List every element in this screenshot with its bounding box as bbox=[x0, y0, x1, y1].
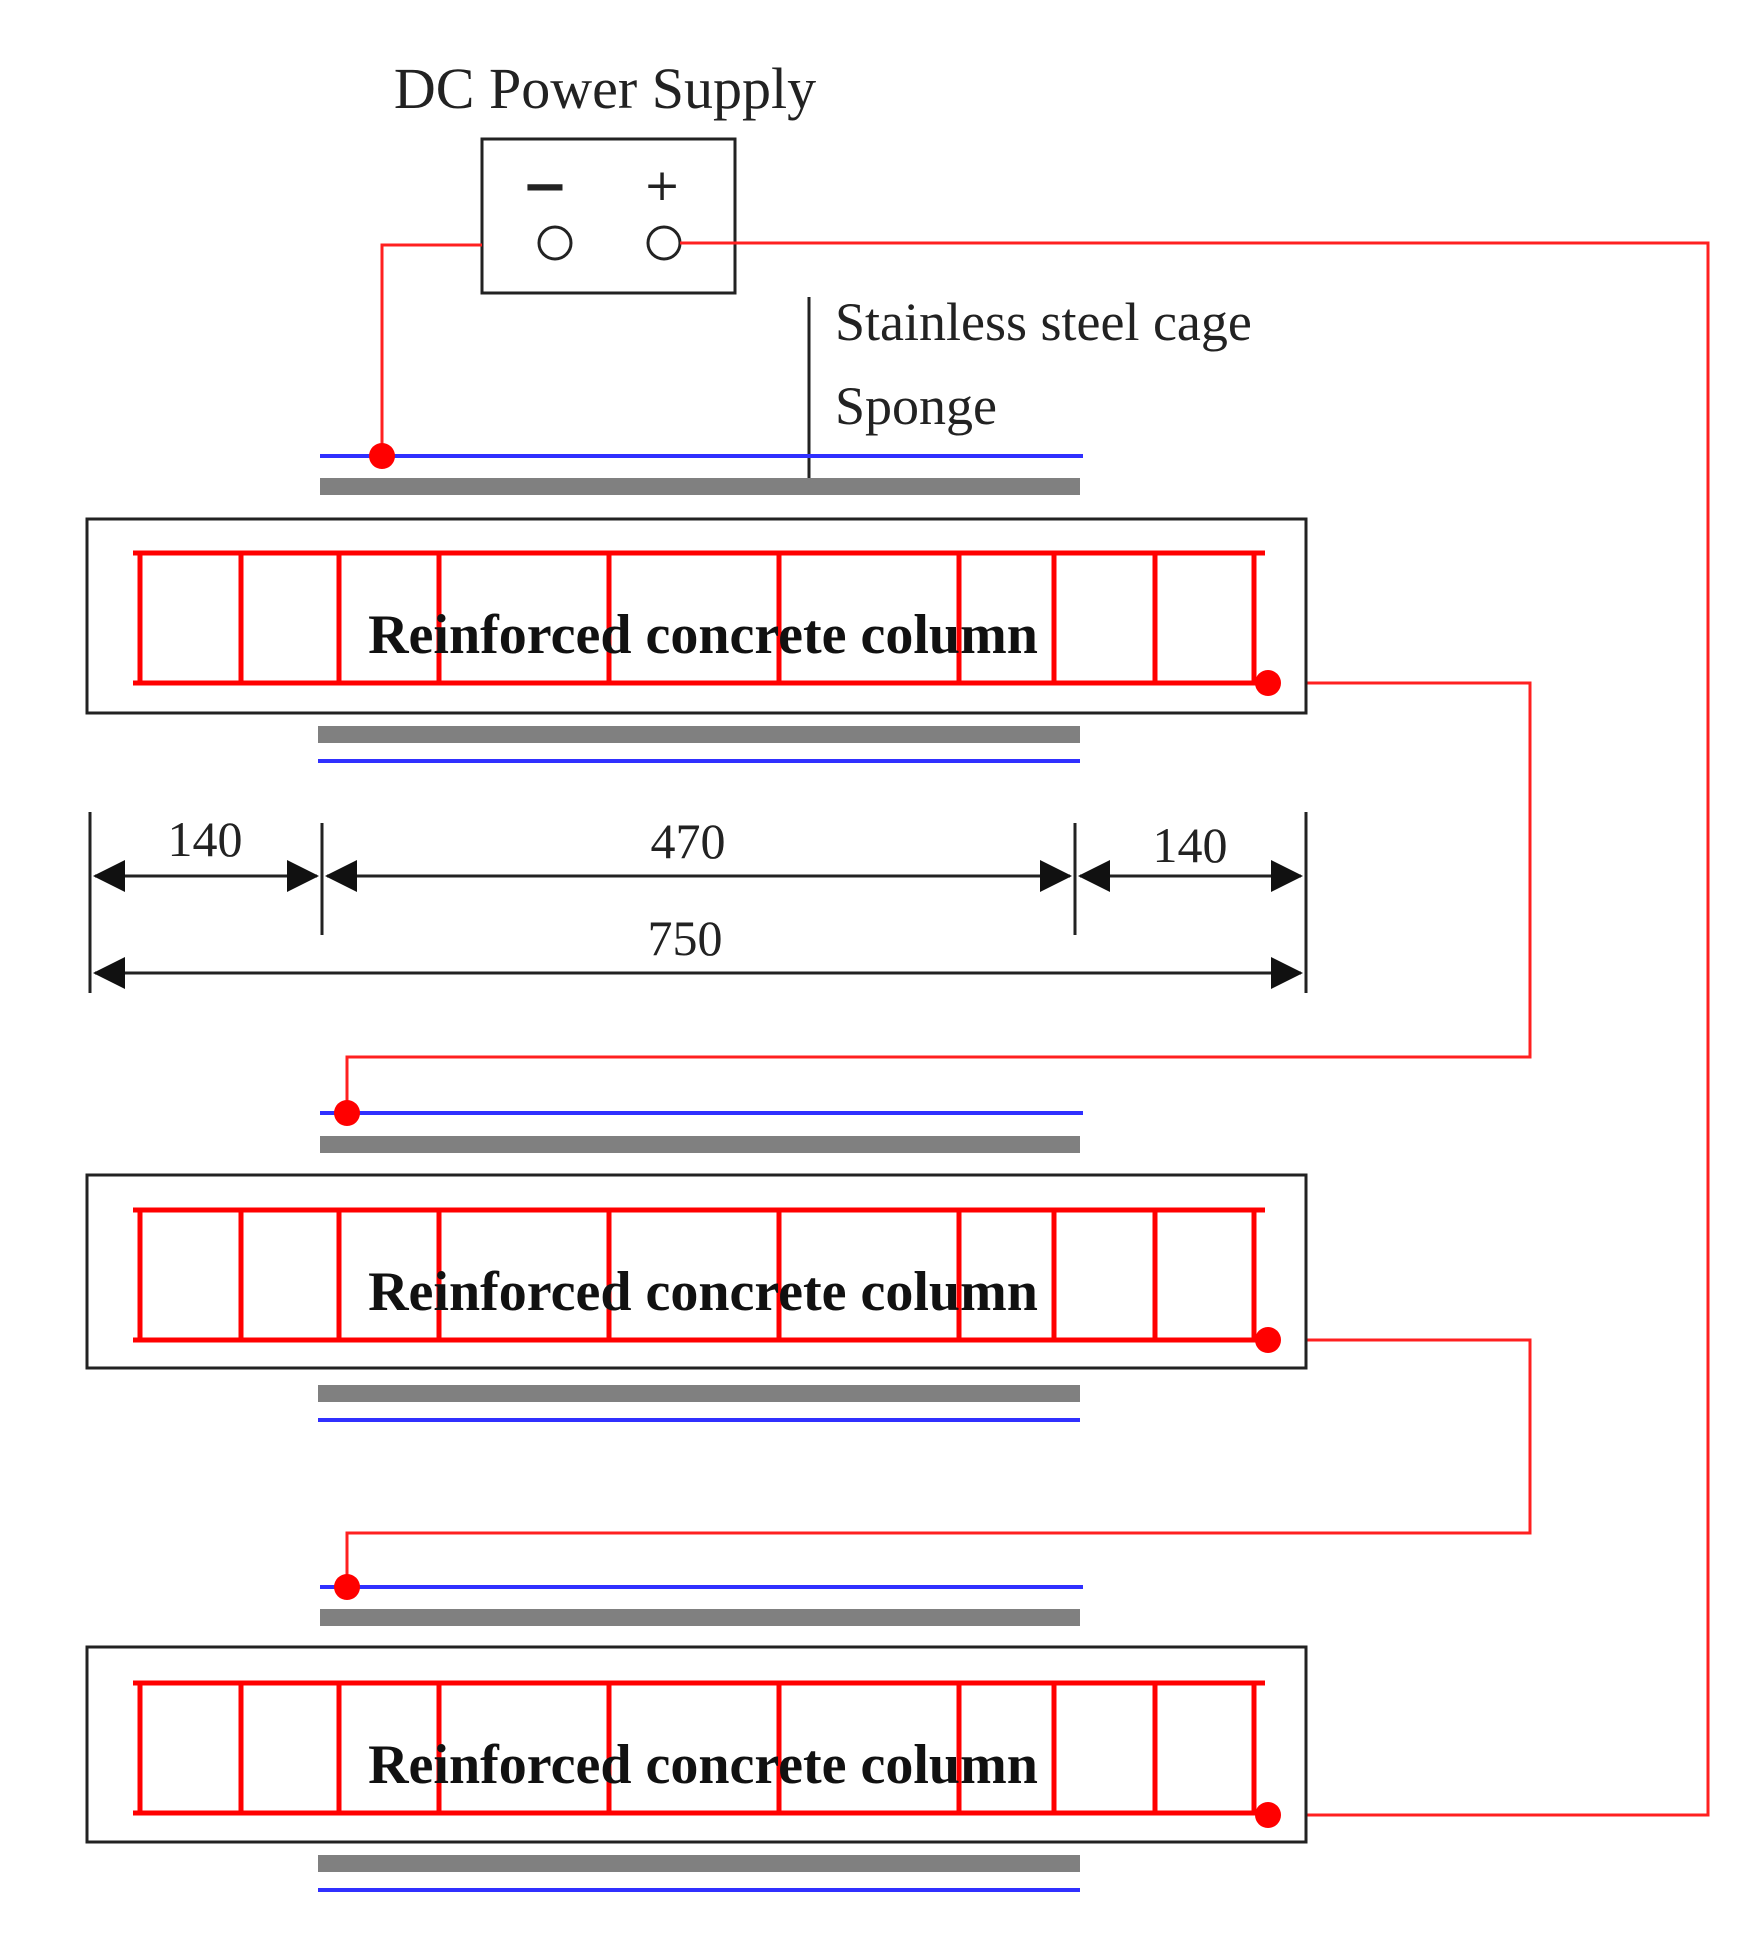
rebar-cage bbox=[133, 550, 1265, 686]
power-supply-title: DC Power Supply bbox=[394, 56, 816, 121]
power-supply-box bbox=[480, 137, 737, 295]
positive-wire bbox=[680, 241, 1710, 1817]
sponge-bottom bbox=[318, 726, 1080, 743]
cage-label: Stainless steel cage bbox=[835, 292, 1252, 352]
legend: Stainless steel cage Sponge bbox=[807, 292, 1252, 482]
column-label: Reinforced concrete column bbox=[368, 604, 1038, 666]
column-label: Reinforced concrete column bbox=[368, 1734, 1038, 1796]
rebar-connection-dot bbox=[1255, 670, 1281, 696]
column-assembly-3: Reinforced concrete column bbox=[85, 1574, 1308, 1892]
rebar-connection-dot bbox=[1255, 1802, 1281, 1828]
cage-connection-dot bbox=[334, 1100, 360, 1126]
sponge-bottom bbox=[318, 1385, 1080, 1402]
link-wire-1 bbox=[345, 681, 1532, 1113]
link-wire-2 bbox=[345, 1338, 1532, 1587]
sponge-label: Sponge bbox=[835, 376, 997, 436]
dimension-total: 750 bbox=[648, 910, 723, 966]
rebar-cage bbox=[133, 1207, 1265, 1343]
column-assembly-1: Reinforced concrete column bbox=[85, 443, 1308, 763]
negative-terminal bbox=[537, 225, 573, 261]
dimension-lines bbox=[88, 812, 1308, 993]
positive-terminal-symbol: + bbox=[644, 160, 681, 211]
rebar-cage bbox=[133, 1680, 1265, 1816]
column-body bbox=[85, 1645, 1308, 1844]
wiring bbox=[345, 241, 1710, 1817]
rebar-connection-dot bbox=[1255, 1327, 1281, 1353]
sponge-bottom bbox=[318, 1855, 1080, 1872]
sponge-top bbox=[320, 1609, 1080, 1626]
positive-terminal bbox=[646, 225, 682, 261]
column-label: Reinforced concrete column bbox=[368, 1261, 1038, 1323]
dimension-middle: 470 bbox=[651, 813, 726, 869]
cage-connection-dot bbox=[334, 1574, 360, 1600]
sponge-top bbox=[320, 478, 1080, 495]
dimension-left: 140 bbox=[168, 811, 243, 867]
negative-terminal-symbol: − bbox=[522, 153, 569, 219]
dc-power-supply: DC Power Supply − + bbox=[394, 56, 816, 295]
column-assembly-2: Reinforced concrete column bbox=[85, 1100, 1308, 1422]
sponge-top bbox=[320, 1136, 1080, 1153]
dimension-right: 140 bbox=[1153, 817, 1228, 873]
column-body bbox=[85, 1173, 1308, 1370]
negative-wire bbox=[380, 243, 482, 456]
cage-connection-dot bbox=[369, 443, 395, 469]
